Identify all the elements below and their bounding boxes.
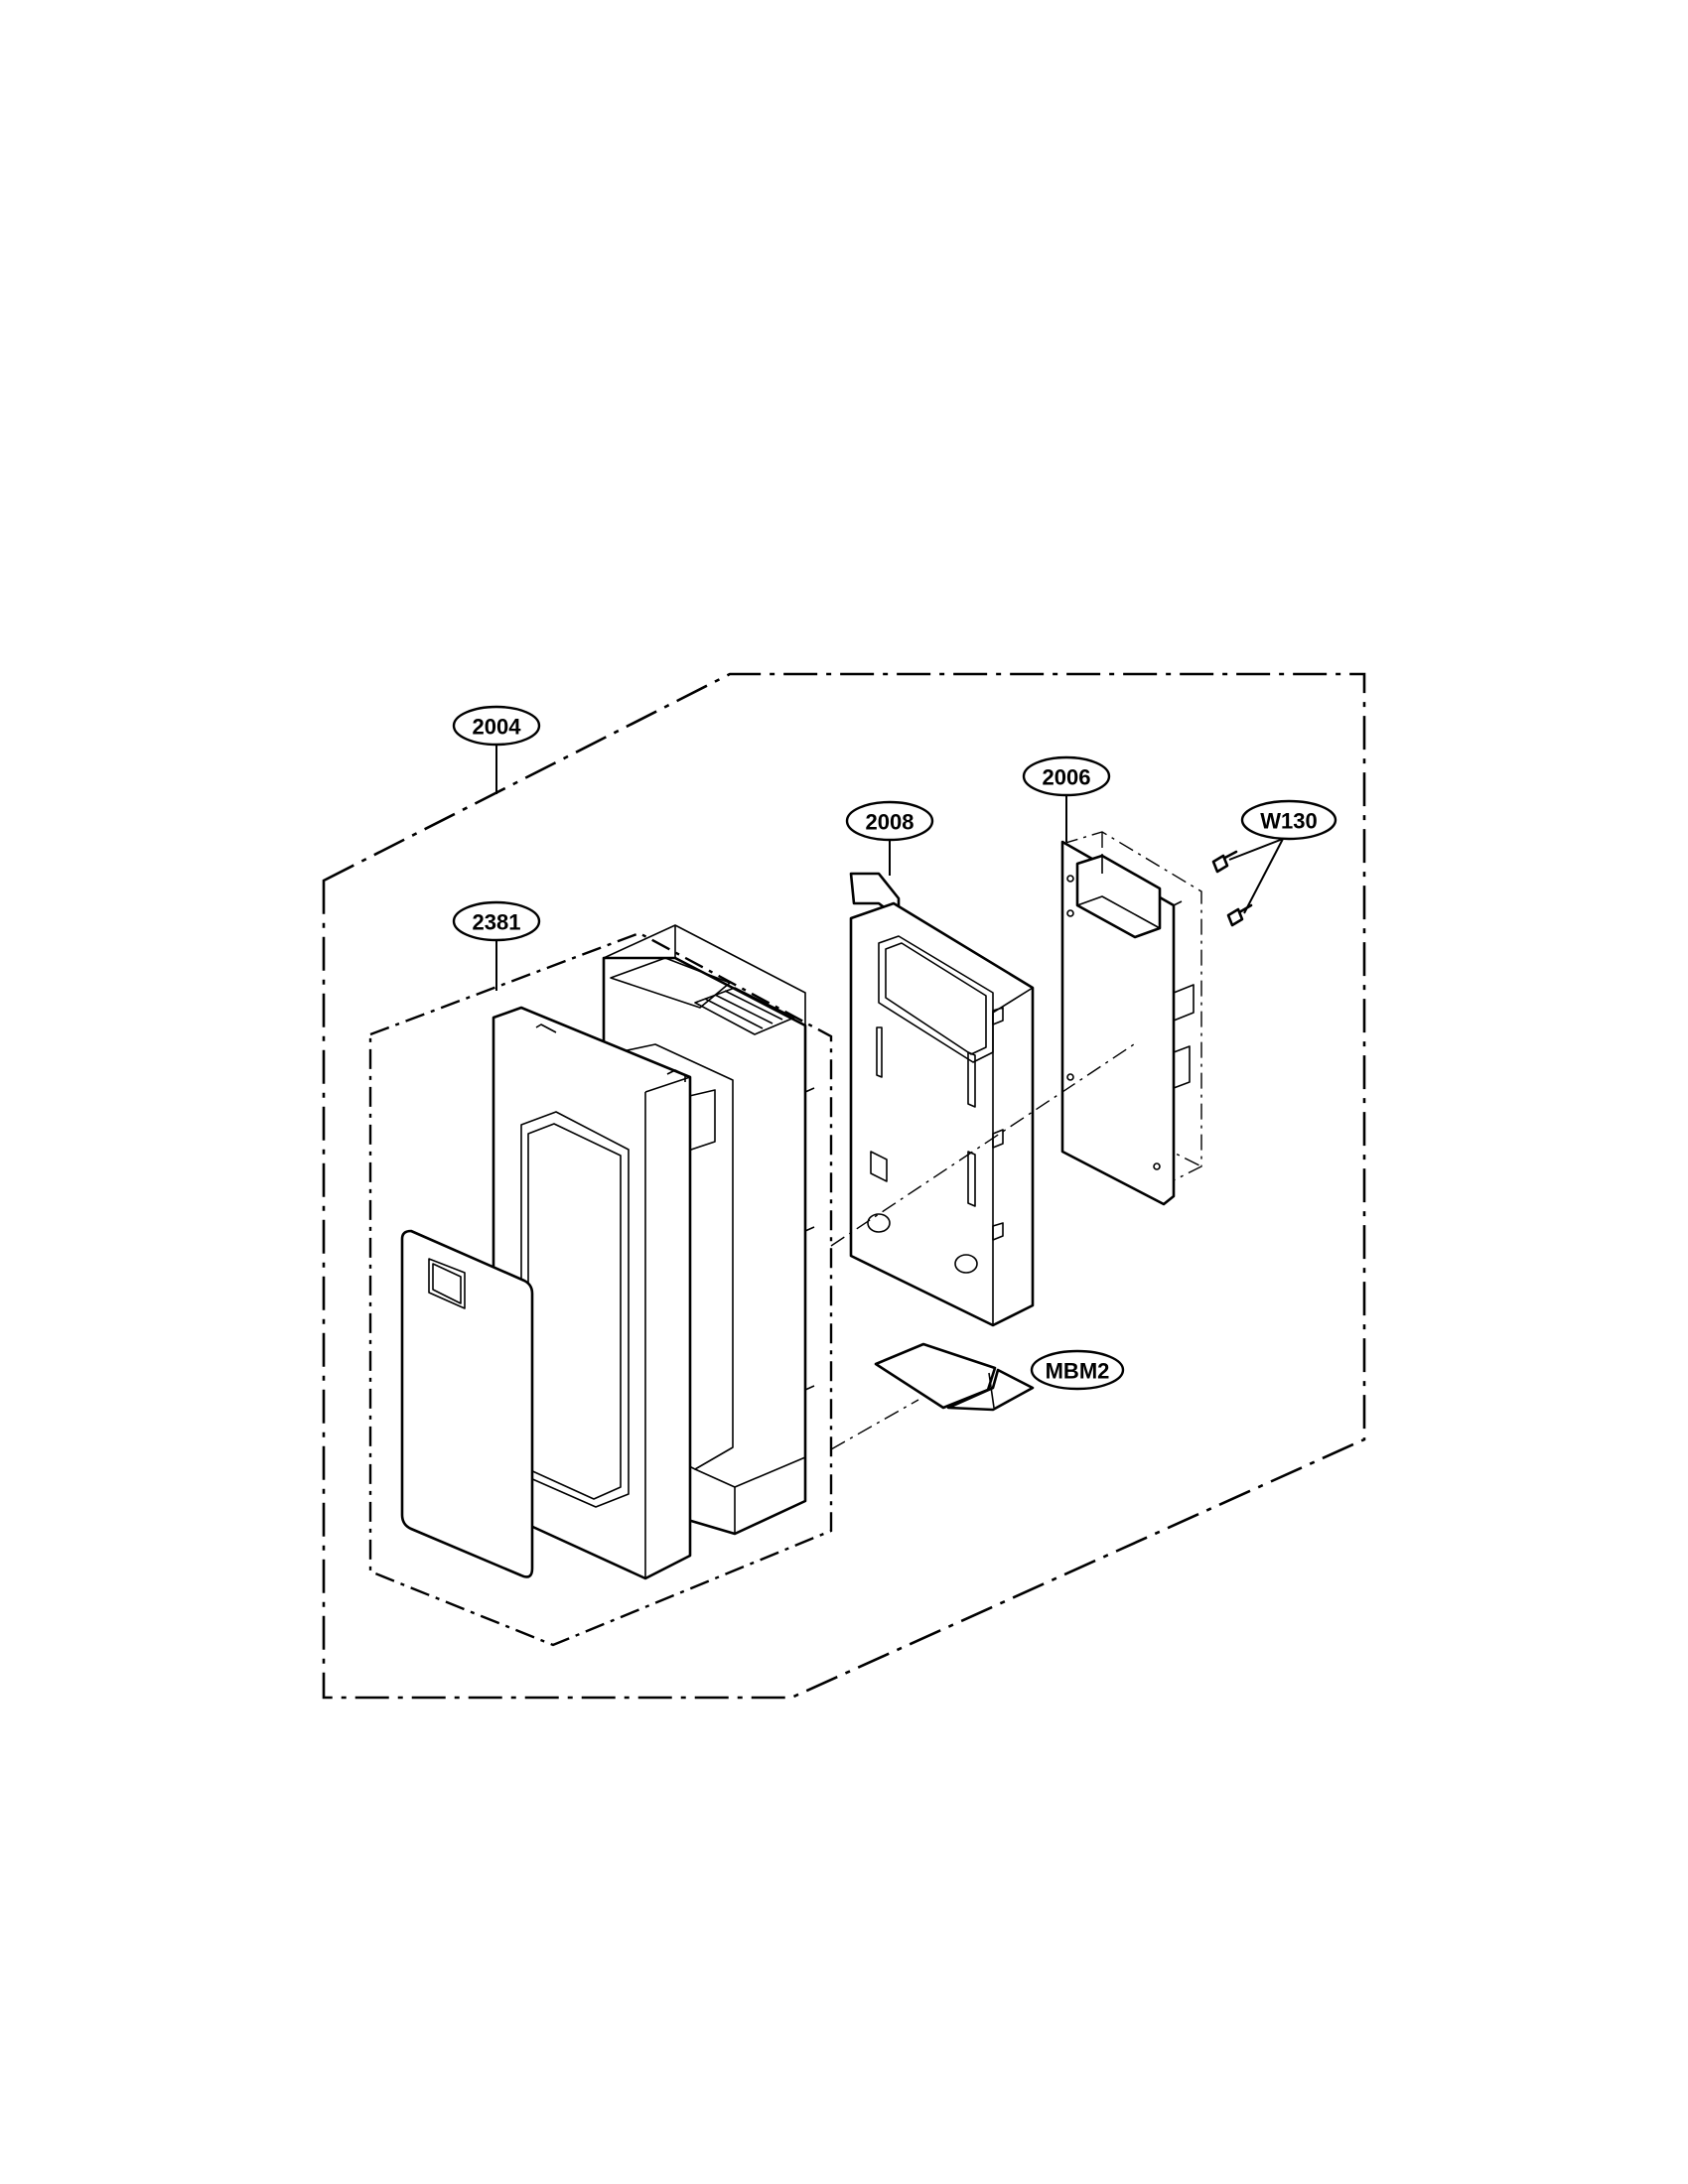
callout-w130-label: W130 — [1260, 809, 1317, 834]
control-panel-plate — [849, 872, 1035, 1327]
callout-leaders — [495, 745, 1284, 1371]
callout-2006: 2006 — [1022, 755, 1111, 797]
callout-2006-label: 2006 — [1043, 765, 1091, 790]
assembly-boundary — [322, 672, 1366, 1700]
callout-w130: W130 — [1240, 799, 1337, 841]
callout-2381: 2381 — [452, 900, 541, 942]
callout-2008: 2008 — [845, 800, 934, 842]
alignment-lines — [830, 1041, 1138, 1450]
callout-mbm2: MBM2 — [1030, 1349, 1125, 1391]
callout-2381-label: 2381 — [473, 910, 521, 935]
pcb-board — [1060, 831, 1202, 1206]
front-frame — [492, 1006, 692, 1580]
callout-mbm2-label: MBM2 — [1046, 1359, 1110, 1384]
callout-2004: 2004 — [452, 705, 541, 747]
callout-2004-label: 2004 — [473, 715, 522, 740]
front-cover — [400, 1229, 534, 1578]
frame-group-boundary — [368, 931, 833, 1647]
screw-1 — [1211, 850, 1238, 874]
membrane-switch — [874, 1342, 1035, 1412]
callout-2008-label: 2008 — [866, 810, 914, 835]
